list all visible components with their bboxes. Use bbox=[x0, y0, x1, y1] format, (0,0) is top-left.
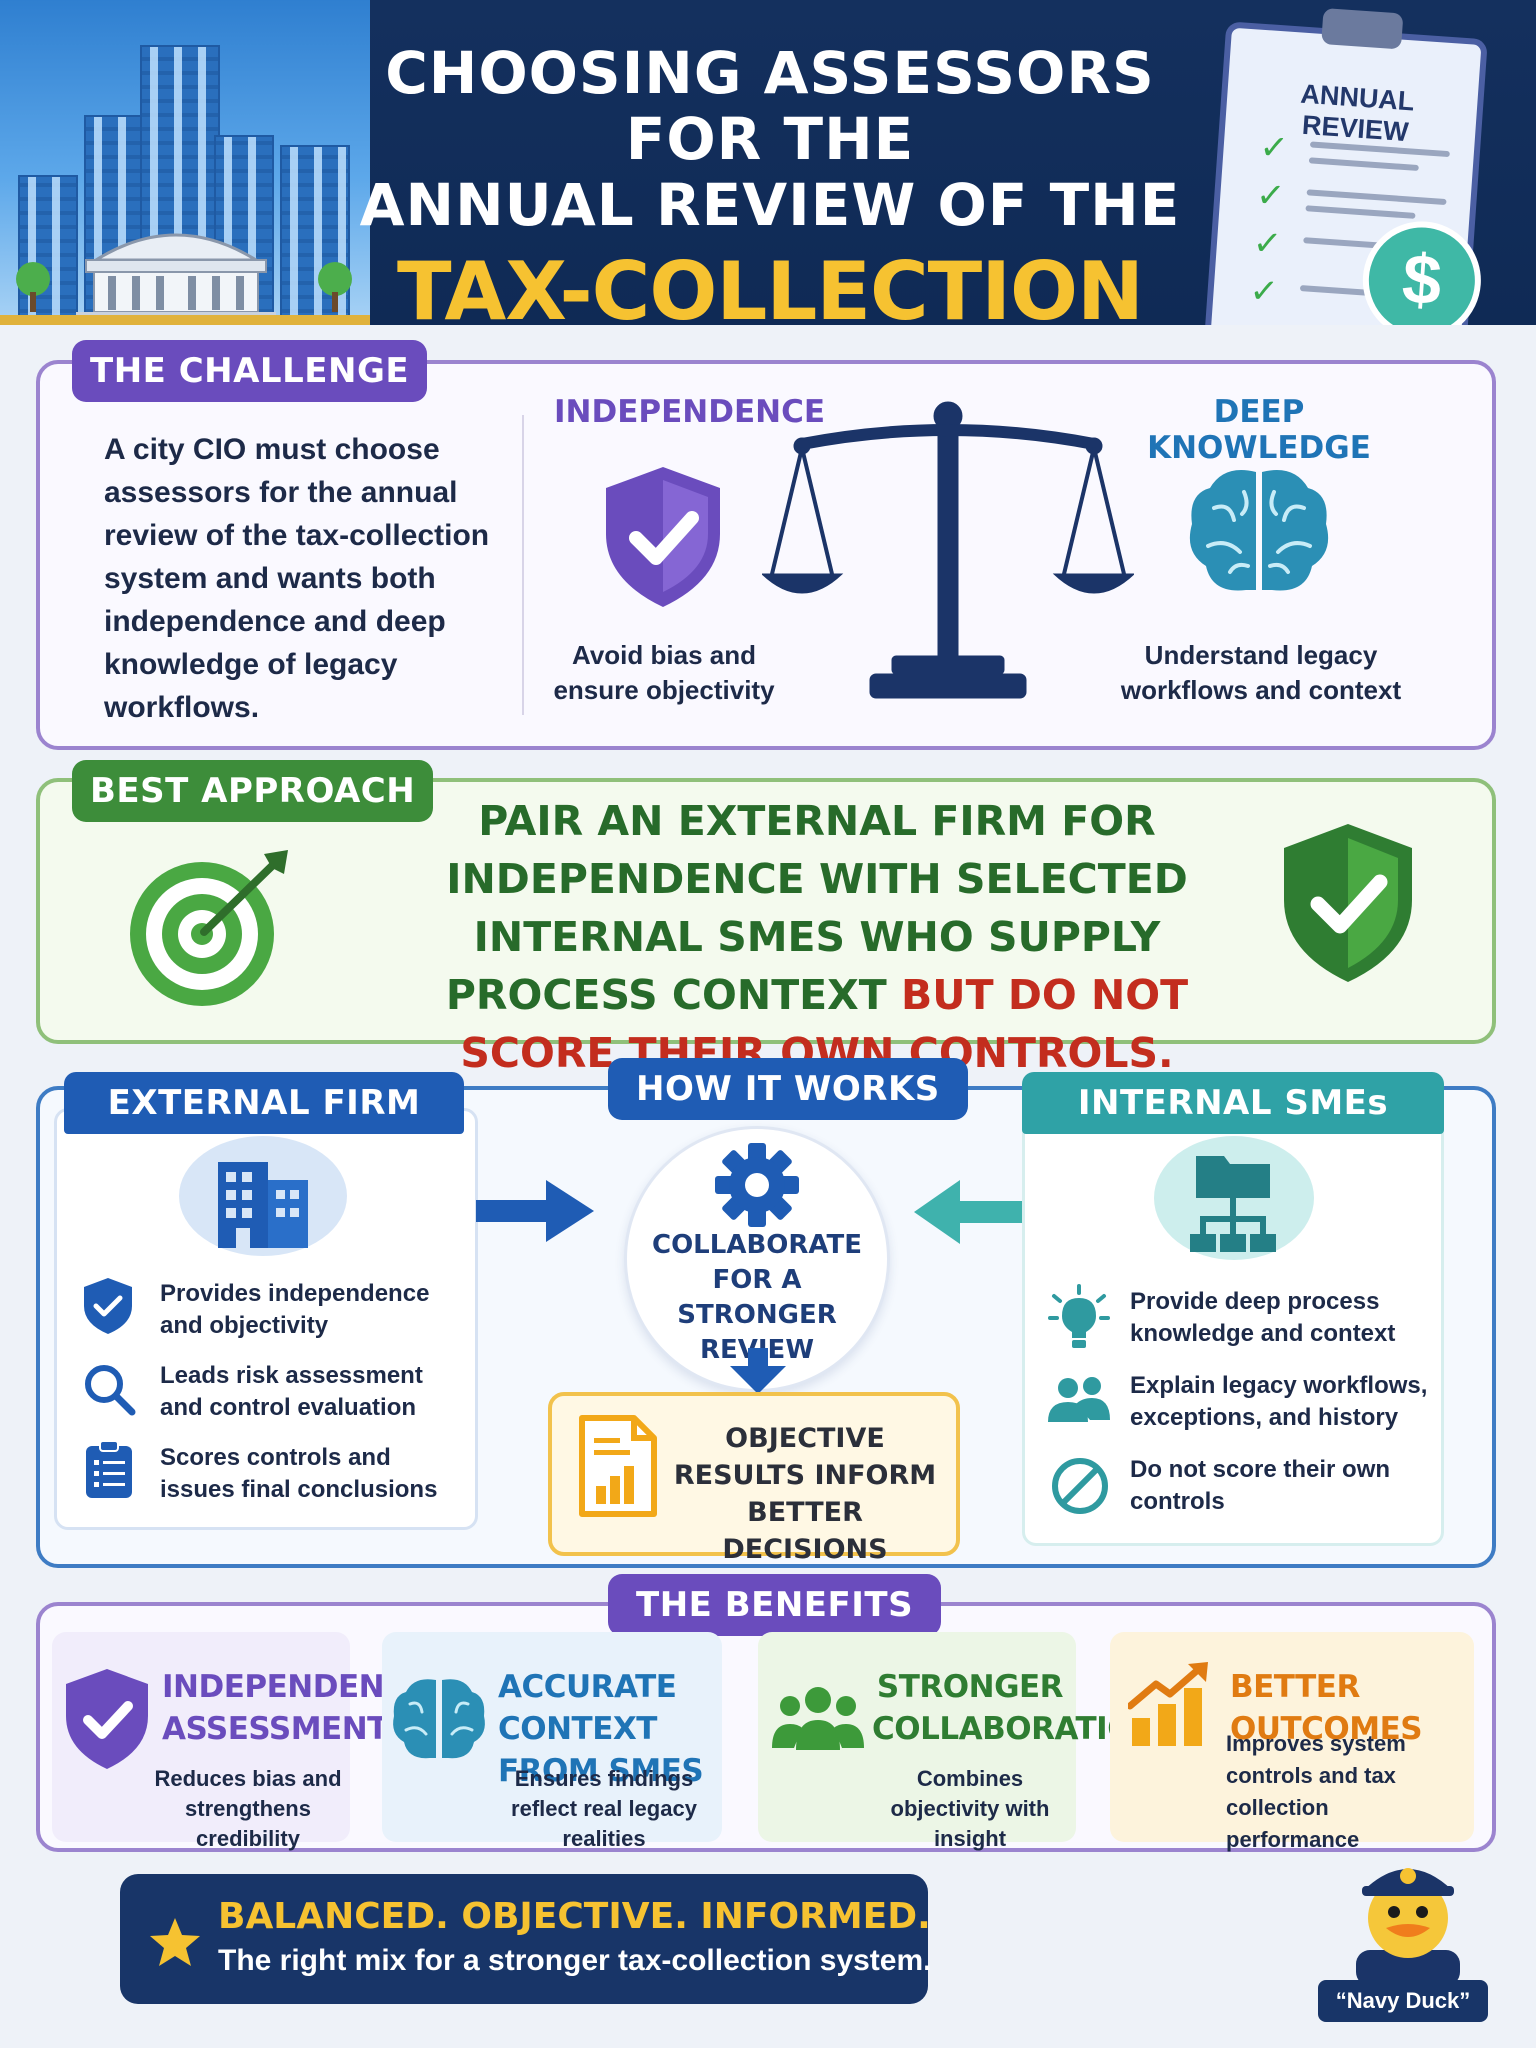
people-icon bbox=[1046, 1376, 1112, 1424]
challenge-tag: THE CHALLENGE bbox=[72, 340, 428, 402]
benefit-4-title: BETTER OUTCOMES bbox=[1230, 1669, 1423, 1747]
arrow-left-icon bbox=[914, 1180, 1024, 1244]
header-banner: CHOOSING ASSESSORS FOR THE ANNUAL REVIEW… bbox=[0, 0, 1536, 325]
people-icon bbox=[772, 1686, 864, 1752]
best-approach-panel bbox=[36, 778, 1496, 1044]
title-line-2: ANNUAL REVIEW OF THE bbox=[359, 171, 1181, 239]
brain-icon bbox=[390, 1674, 488, 1764]
gear-icon bbox=[712, 1140, 802, 1230]
growth-chart-icon bbox=[1128, 1662, 1212, 1748]
brain-icon bbox=[1184, 462, 1334, 602]
city-hall-icon bbox=[66, 220, 286, 320]
independence-heading: INDEPENDENCE bbox=[554, 394, 826, 430]
benefit-3-text: Combines objectivity with insight bbox=[890, 1766, 1050, 1851]
magnifier-icon bbox=[82, 1362, 136, 1416]
internal-item-1: Provide deep process knowledge and conte… bbox=[1130, 1288, 1396, 1347]
clipboard-clip bbox=[1321, 7, 1404, 50]
duck-mascot-icon bbox=[1338, 1846, 1478, 1986]
internal-smes-tag: INTERNAL SMEs bbox=[1022, 1072, 1444, 1134]
star-icon bbox=[148, 1916, 202, 1968]
deep-knowledge-heading: DEEP KNOWLEDGE bbox=[1147, 394, 1371, 466]
external-firm-tag: EXTERNAL FIRM bbox=[64, 1072, 464, 1134]
best-approach-tag: BEST APPROACH bbox=[72, 760, 434, 822]
annual-review-clipboard-icon: ANNUAL REVIEW ✓ ✓ ✓ ✓ $ bbox=[1204, 7, 1488, 325]
folder-hierarchy-icon bbox=[1152, 1136, 1316, 1266]
page-title: CHOOSING ASSESSORS FOR THE ANNUAL REVIEW… bbox=[340, 40, 1200, 325]
deep-knowledge-caption: Understand legacy workflows and context bbox=[1120, 640, 1402, 705]
benefit-2-text: Ensures findings reflect real legacy rea… bbox=[511, 1766, 697, 1851]
external-item-2: Leads risk assessment and control evalua… bbox=[160, 1362, 423, 1421]
benefits-tag: THE BENEFITS bbox=[608, 1574, 942, 1636]
collaborate-label: COLLABORATE FOR A STRONGER REVIEW bbox=[652, 1230, 862, 1365]
approach-statement-part1: PAIR AN EXTERNAL FIRM FOR INDEPENDENCE W… bbox=[445, 797, 1188, 1019]
shield-check-icon bbox=[1278, 820, 1418, 986]
mascot-label: “Navy Duck” bbox=[1318, 1980, 1488, 2022]
city-skyline-illustration bbox=[0, 0, 370, 325]
benefit-2-title: ACCURATE CONTEXT FROM SMES bbox=[498, 1669, 704, 1789]
title-accent: TAX-COLLECTION SYSTEM bbox=[397, 245, 1144, 325]
how-it-works-tag: HOW IT WORKS bbox=[608, 1058, 968, 1120]
footer-banner bbox=[120, 1874, 928, 2004]
benefit-1-title: INDEPENDENT ASSESSMENT bbox=[162, 1669, 405, 1747]
report-chart-icon bbox=[578, 1414, 658, 1518]
target-icon bbox=[124, 848, 292, 1008]
objective-results-label: OBJECTIVE RESULTS INFORM BETTER DECISION… bbox=[673, 1423, 937, 1565]
benefit-1-text: Reduces bias and strengthens credibility bbox=[154, 1766, 342, 1851]
benefit-card-2 bbox=[382, 1632, 722, 1842]
external-item-1: Provides independence and objectivity bbox=[160, 1280, 430, 1339]
clipboard-list-icon bbox=[84, 1440, 134, 1500]
internal-item-2: Explain legacy workflows, exceptions, an… bbox=[1130, 1372, 1428, 1431]
challenge-text: A city CIO must choose assessors for the… bbox=[104, 433, 490, 724]
lightbulb-icon bbox=[1048, 1284, 1110, 1350]
shield-check-icon bbox=[598, 462, 728, 612]
footer-subline: The right mix for a stronger tax-collect… bbox=[218, 1944, 932, 1977]
benefit-3-title: STRONGER COLLABORATION bbox=[872, 1669, 1159, 1747]
internal-item-3: Do not score their own controls bbox=[1130, 1456, 1391, 1515]
balance-scale-icon bbox=[762, 398, 1134, 710]
challenge-divider bbox=[522, 415, 524, 715]
shield-check-icon bbox=[82, 1276, 134, 1336]
shield-check-icon bbox=[62, 1666, 152, 1772]
footer-headline: BALANCED. OBJECTIVE. INFORMED. bbox=[218, 1896, 931, 1937]
best-approach-statement: PAIR AN EXTERNAL FIRM FOR INDEPENDENCE W… bbox=[372, 792, 1262, 1082]
external-item-3: Scores controls and issues final conclus… bbox=[160, 1444, 438, 1503]
benefit-4-text: Improves system controls and tax collect… bbox=[1226, 1731, 1406, 1852]
independence-caption: Avoid bias and ensure objectivity bbox=[553, 640, 775, 705]
arrow-right-icon bbox=[476, 1178, 596, 1244]
arrow-down-icon bbox=[730, 1348, 786, 1394]
office-building-icon bbox=[178, 1136, 348, 1256]
no-entry-icon bbox=[1050, 1456, 1110, 1516]
approach-statement-part2: BUT DO NOT SCORE THEIR OWN CONTROLS. bbox=[460, 971, 1189, 1077]
title-line-1: CHOOSING ASSESSORS FOR THE bbox=[385, 39, 1155, 173]
